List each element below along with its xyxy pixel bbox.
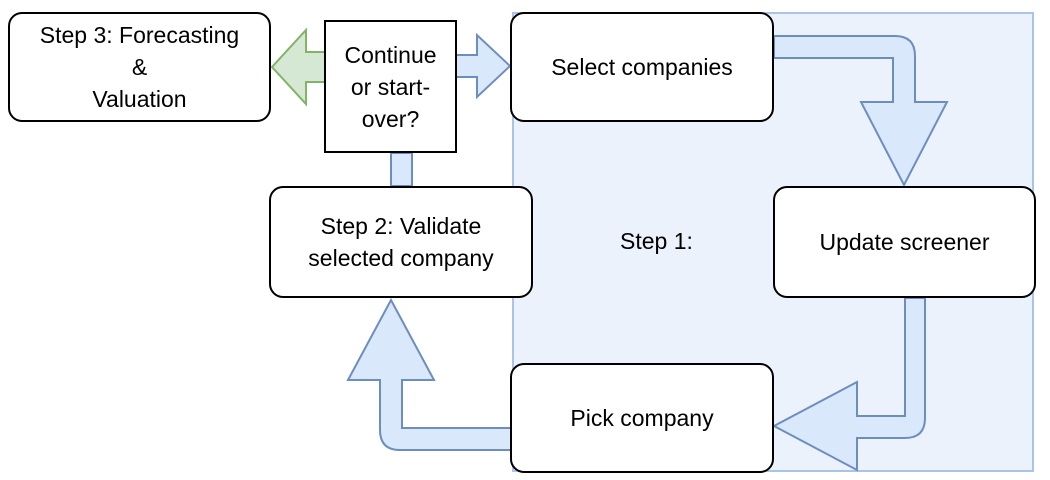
arrow-select-to-update [773, 35, 949, 188]
arrow-step2-to-decision [390, 152, 413, 187]
arrow-pick-to-step2 [346, 297, 513, 451]
node-update-screener: Update screener [773, 186, 1036, 298]
node-pick-company: Pick company [510, 363, 774, 473]
step1-region-label: Step 1: [620, 228, 693, 254]
node-step3-forecasting-valuation: Step 3: Forecasting & Valuation [8, 12, 271, 122]
node-continue-decision: Continue or start- over? [324, 20, 457, 153]
arrow-decision-to-step3 [270, 27, 326, 107]
node-step2-validate: Step 2: Validate selected company [269, 186, 533, 298]
arrow-update-to-pick [771, 297, 926, 472]
arrow-decision-to-select [455, 32, 512, 100]
node-select-companies: Select companies [510, 12, 774, 122]
